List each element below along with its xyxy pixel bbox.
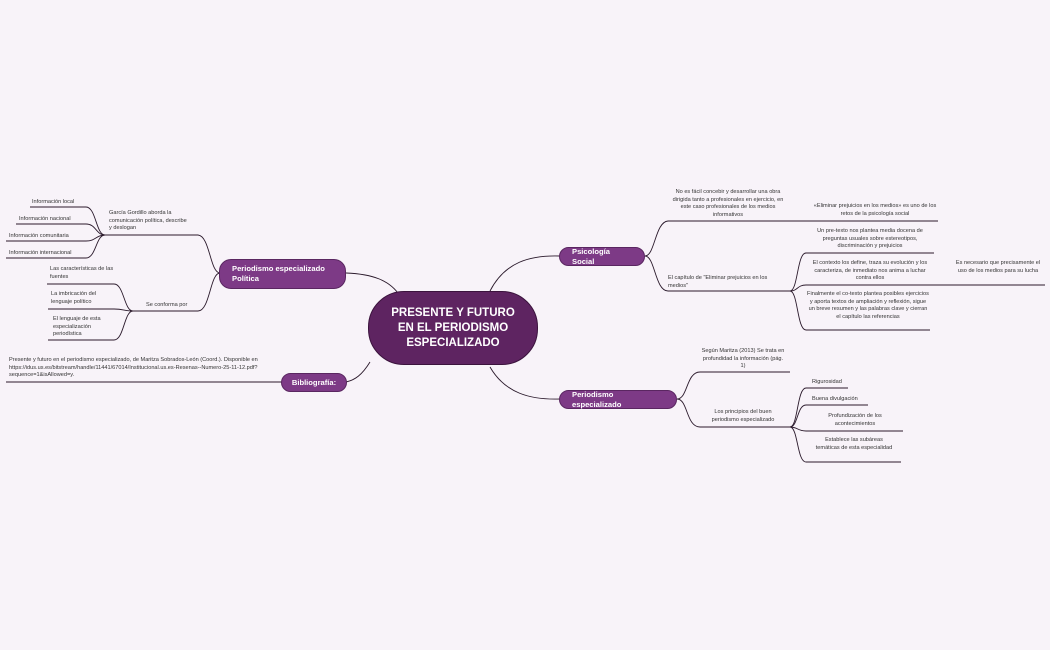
link-pol-i4 (6, 234, 106, 259)
link-pol-t2 (133, 272, 221, 312)
link-ps-t2 (644, 255, 790, 292)
link-pol-i2 (16, 223, 106, 236)
link-pol-s2 (48, 308, 134, 312)
psicologia-topic-2[interactable]: El capítulo de "Eliminar prejuicios en l… (668, 275, 768, 289)
principio-4[interactable]: Establece las subáreas temáticas de esta… (815, 437, 893, 451)
principio-2[interactable]: Buena divulgación (812, 396, 858, 402)
politica-item-local[interactable]: Información local (32, 199, 75, 205)
link-pol-i1 (30, 206, 106, 236)
link-ps-t1 (644, 220, 812, 257)
link-ps-t2b (789, 284, 934, 292)
politica-sub-fuentes[interactable]: Las características de las fuentes (50, 266, 114, 280)
link-psicologia (489, 255, 561, 292)
psicologia-topic-2b1[interactable]: Es necesario que precisamente el uso de … (955, 260, 1041, 274)
link-ps-t2c (789, 290, 930, 331)
link-pe-p2 (789, 404, 868, 428)
politica-item-nacional[interactable]: Información nacional (19, 216, 71, 222)
psicologia-topic-1a[interactable]: «Eliminar prejuicios en los medios» es u… (813, 203, 937, 217)
politica-sub-lenguaje[interactable]: El lenguaje de esta especialización peri… (53, 316, 101, 338)
principio-3[interactable]: Profundización de los acontecimientos (828, 413, 882, 427)
link-pe-t2 (676, 398, 790, 428)
link-pe-p3 (789, 426, 903, 432)
link-pol-t1 (105, 234, 221, 274)
politica-item-internacional[interactable]: Información internacional (9, 250, 72, 256)
politica-topic-2[interactable]: Se conforma por (146, 302, 188, 308)
branch-periodismo-politica[interactable]: Periodismo especializado Política (219, 259, 346, 289)
branch-psicologia-social[interactable]: Psicología Social (559, 247, 645, 266)
especializado-topic-1[interactable]: Según Maritza (2013) Se trata en profund… (701, 348, 785, 370)
link-pol-s3 (48, 310, 134, 341)
branch-bibliografia[interactable]: Bibliografía: (281, 373, 347, 392)
psicologia-topic-2c[interactable]: Finalmente el co-texto plantea posibles … (807, 291, 929, 320)
link-ps-t2a (789, 252, 934, 292)
politica-sub-imbricacion[interactable]: La imbricación del lenguaje político (51, 291, 97, 305)
link-pe-t1 (676, 371, 790, 400)
psicologia-topic-1[interactable]: No es fácil concebir y desarrollar una o… (672, 189, 784, 218)
link-bibliografia (345, 361, 371, 383)
central-topic[interactable]: PRESENTE Y FUTURO EN EL PERIODISMO ESPEC… (368, 291, 538, 365)
politica-topic-1[interactable]: García Gordillo aborda la comunicación p… (109, 210, 187, 232)
politica-item-comunitaria[interactable]: Información comunitaria (9, 233, 69, 239)
branch-periodismo-especializado[interactable]: Periodismo especializado (559, 390, 677, 409)
link-pol-s1 (47, 283, 134, 312)
link-especializado (489, 366, 561, 400)
especializado-topic-2[interactable]: Los principios del buen periodismo espec… (711, 409, 775, 423)
principio-1[interactable]: Rigurosidad (812, 379, 842, 385)
psicologia-topic-2b[interactable]: El contexto los define, traza su evoluci… (812, 260, 928, 282)
bibliografia-text[interactable]: Presente y futuro en el periodismo espec… (9, 357, 258, 379)
psicologia-topic-2a[interactable]: Un pre-texto nos plantea media docena de… (817, 228, 923, 250)
link-pe-p4 (789, 426, 901, 463)
